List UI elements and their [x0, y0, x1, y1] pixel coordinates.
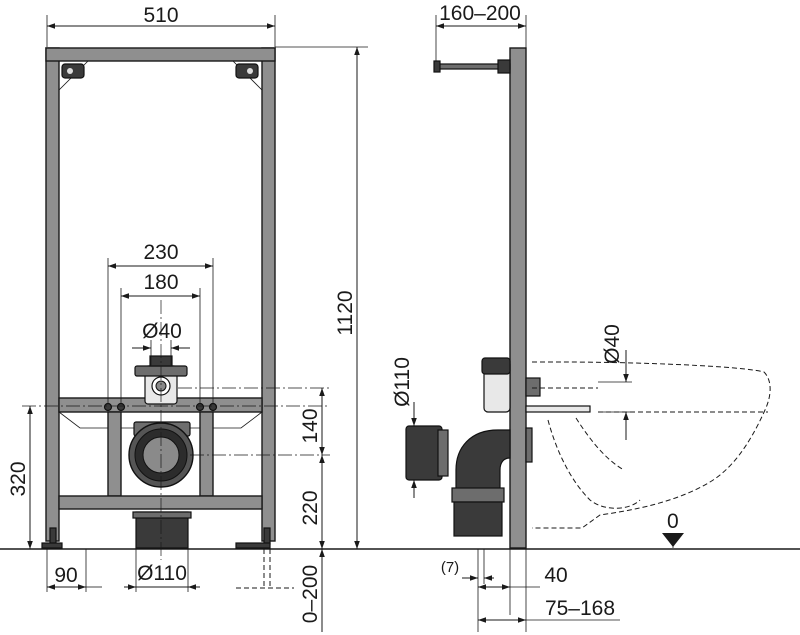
offset-40-label: 40 — [544, 564, 567, 587]
foot-left — [41, 542, 63, 549]
foot-right — [235, 542, 271, 549]
offset-upper-label: 140 — [299, 408, 322, 443]
foot-90-label: 90 — [54, 564, 77, 587]
leg-extension-label: 0–200 — [299, 565, 322, 623]
top-crossbar — [45, 47, 276, 62]
inner-post-left — [107, 411, 122, 497]
lower-crossbar — [58, 495, 263, 510]
side-drain-socket — [405, 425, 443, 481]
left-upright — [45, 47, 60, 542]
side-supply-diameter-label: Ø40 — [601, 324, 624, 364]
spacing-inner-label: 180 — [143, 271, 178, 294]
depth-dimension-label: 160–200 — [439, 2, 521, 25]
inner-post-right — [199, 411, 214, 497]
side-supply-pipe — [525, 405, 591, 413]
side-upright — [509, 47, 527, 549]
side-drain-stub — [453, 501, 503, 537]
width-dimension-label: 510 — [143, 4, 178, 27]
height-320-label: 320 — [7, 461, 30, 496]
range-label: 75–168 — [545, 597, 615, 620]
side-drain-diameter-label: Ø110 — [391, 357, 414, 407]
drain-diameter-label: Ø110 — [137, 562, 187, 585]
foot-left-post — [49, 527, 57, 545]
side-view: 160–200 Ø110 Ø40 — [391, 2, 771, 632]
zero-level-label: 0 — [667, 510, 679, 533]
supply-diameter-label: Ø40 — [142, 320, 182, 343]
gap-label: (7) — [441, 559, 459, 576]
height-dimension-label: 1120 — [334, 290, 357, 335]
toilet-bowl-outline — [532, 361, 771, 529]
offset-lower-label: 220 — [299, 490, 322, 525]
spacing-outer-label: 230 — [143, 241, 178, 264]
front-view: 510 — [0, 4, 800, 632]
foot-right-post — [263, 527, 271, 545]
right-upright — [261, 47, 276, 542]
